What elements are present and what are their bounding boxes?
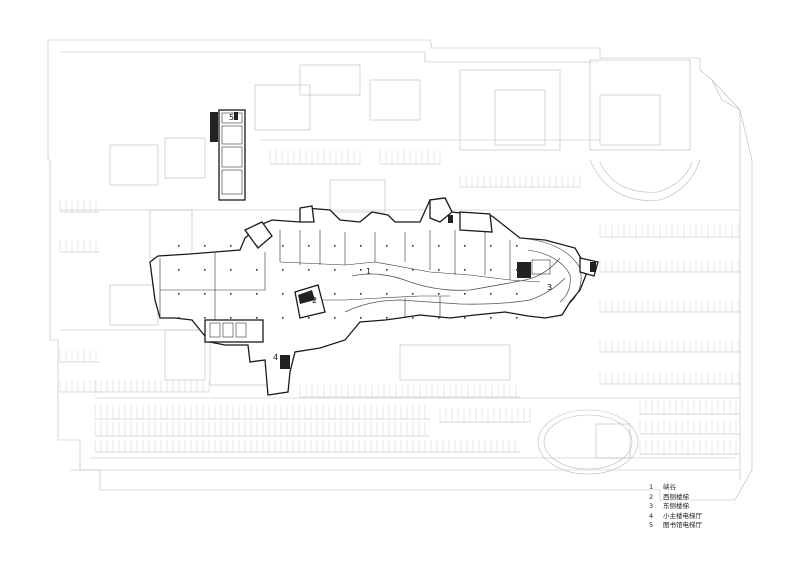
legend-item: 1 峡谷 xyxy=(649,483,676,491)
mall-floor xyxy=(149,197,599,396)
column-grid xyxy=(178,245,518,319)
marker-3: 3 xyxy=(547,283,552,292)
plan-markers: 1 2 3 4 5 xyxy=(229,113,552,362)
legend: 1 峡谷 2 西侧楼梯 3 东侧楼梯 4 小主楼电梯厅 5 图书馆电梯厅 xyxy=(649,483,789,531)
marker-1: 1 xyxy=(366,267,371,276)
legend-item: 3 东侧楼梯 xyxy=(649,502,689,511)
marker-5: 5 xyxy=(229,113,234,122)
legend-item: 4 小主楼电梯厅 xyxy=(649,511,702,520)
marker-4: 4 xyxy=(273,353,278,362)
library-elevator-hall xyxy=(210,109,246,201)
marker-2: 2 xyxy=(312,296,317,305)
legend-item: 5 图书馆电梯厅 xyxy=(649,521,702,530)
legend-item: 2 西侧楼梯 xyxy=(649,492,689,501)
parking-grid xyxy=(59,139,740,455)
site-context xyxy=(47,39,753,501)
